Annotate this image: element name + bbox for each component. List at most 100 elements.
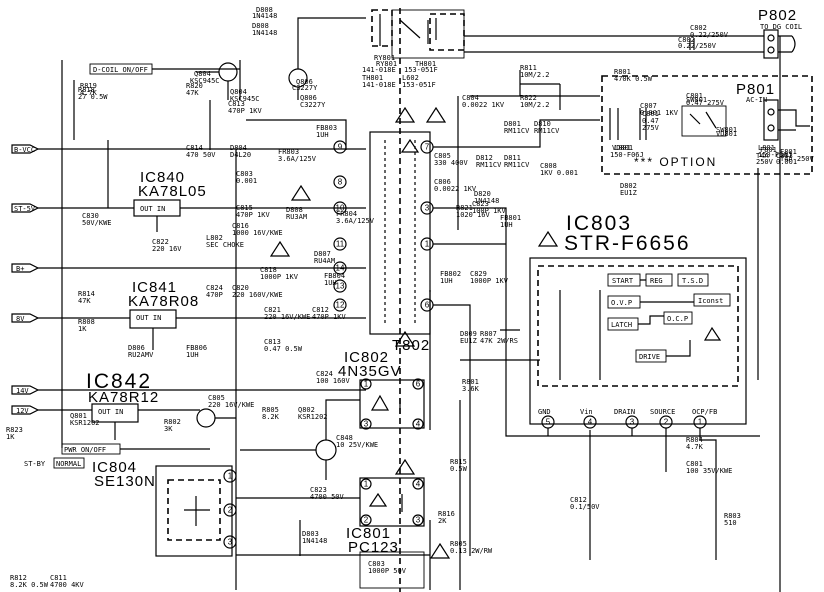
part-value-r818: 27 0.5W — [78, 93, 108, 101]
part-value-r819: 4.7K — [80, 89, 98, 97]
svg-text:4: 4 — [416, 480, 421, 489]
part-value-c830: 50V/KWE — [82, 219, 112, 227]
part-ref-c801: C801 — [686, 92, 703, 100]
ic803-part: STR-F6656 — [564, 232, 691, 255]
part-value-r815: 0.5W — [450, 465, 468, 473]
q804-q806: Q804 KSC945C Q806 C3227Y D808 1N4148 — [190, 6, 366, 100]
part-ref-c822: C822 — [152, 238, 169, 246]
svg-text:B+: B+ — [16, 265, 24, 273]
svg-text:14: 14 — [336, 264, 345, 273]
part-value-c848: 10 25V/KWE — [336, 441, 378, 449]
ic840-part: KA78L05 — [138, 183, 207, 200]
part-ref-c805: C805 — [434, 152, 451, 160]
svg-text:11: 11 — [336, 240, 345, 249]
part-value-c806: 0.0022 1KV — [434, 185, 477, 193]
part-value-l802: SEC CHOKE — [206, 241, 244, 249]
svg-text:8: 8 — [338, 178, 343, 187]
part-value-c811: 4700 4KV — [50, 581, 85, 589]
rail-st5v: ST-5V — [11, 203, 366, 213]
q801 — [315, 439, 337, 461]
svg-text:L801: L801 — [614, 144, 631, 152]
part-ref-r801: R801 — [462, 378, 479, 386]
svg-text:D808: D808 — [256, 6, 273, 14]
part-ref-r802: R802 — [164, 418, 181, 426]
part-value-d804: D4L20 — [230, 151, 251, 159]
svg-text:275V: 275V — [642, 124, 660, 132]
svg-text:6: 6 — [416, 380, 421, 389]
part-value-fr803: 3.6A/125V — [278, 155, 317, 163]
svg-text:B-VCC: B-VCC — [14, 146, 35, 154]
part-value-c802: 0.22/250V — [690, 31, 729, 39]
part-value-c813: 470P 1KV — [228, 107, 263, 115]
part-value-r820: 47K — [186, 89, 199, 97]
part-ref-r819: R819 — [80, 82, 97, 90]
part-ref-fb801: FB801 — [500, 214, 521, 222]
part-value-c824: 100 160V — [316, 377, 351, 385]
part-value-c820: 220 160V/KWE — [232, 291, 283, 299]
standby-labels: ST-BY NORMAL — [24, 457, 85, 469]
part-ref-c812: C812 — [570, 496, 587, 504]
part-ref-c824: C824 — [206, 284, 223, 292]
part-value-r823: 1K — [6, 433, 15, 441]
part-ref-r821: R821 — [456, 204, 473, 212]
part-ref-fr803: FR803 — [278, 148, 299, 156]
part-ref-q801: Q801 — [70, 412, 87, 420]
svg-text:REG: REG — [650, 277, 663, 285]
svg-text:1N4148: 1N4148 — [252, 12, 277, 20]
part-ref-c807: C807 — [640, 102, 657, 110]
rail-8v: 8V — [11, 313, 366, 323]
part-ref-c805: C805 — [208, 394, 225, 402]
svg-text:150-F06J: 150-F06J — [610, 151, 644, 159]
part-ref-c806: C806 — [434, 178, 451, 186]
part-value-fb803: 1UH — [316, 131, 329, 139]
part-value-d807: RU4AM — [314, 257, 335, 265]
svg-text:1: 1 — [425, 240, 430, 249]
part-ref-r822: R822 — [520, 94, 537, 102]
part-ref-fb802: FB802 — [440, 270, 461, 278]
warning-icons — [269, 106, 559, 559]
part-value-r805: 8.2K — [262, 413, 280, 421]
svg-text:2: 2 — [228, 506, 233, 515]
part-value-r814: 47K — [78, 297, 91, 305]
transformer-t802: 9 8 10 11 14 13 12 7 3 1 6 T802 — [333, 131, 434, 354]
p802-note: TO DG COIL — [760, 23, 802, 31]
part-ref-r805: R805 — [450, 540, 467, 548]
part-ref-c804: C804 — [462, 94, 479, 102]
part-value-r822: 10M/2.2 — [520, 101, 550, 109]
part-value-d809: EU1Z — [460, 337, 477, 345]
part-value-c801: 100 35V/KWE — [686, 467, 732, 475]
part-value-c807: 0.001 1KV — [640, 109, 679, 117]
part-ref-c830: C830 — [82, 212, 99, 220]
svg-text:SOURCE: SOURCE — [650, 408, 675, 416]
part-ref-c824: C824 — [316, 370, 333, 378]
part-value-d820: 1N4148 — [474, 197, 499, 205]
p802-ref: P802 — [758, 7, 797, 24]
svg-text:O.V.P: O.V.P — [611, 299, 632, 307]
part-ref-d808: D808 — [252, 22, 269, 30]
part-ref-l802: L802 — [206, 234, 223, 242]
part-value-r802: 3K — [164, 425, 173, 433]
part-ref-c818: C818 — [260, 266, 277, 274]
svg-text:C801: C801 — [642, 110, 659, 118]
svg-text:D-COIL ON/OFF: D-COIL ON/OFF — [93, 66, 148, 74]
svg-text:DRIVE: DRIVE — [639, 353, 660, 361]
svg-text:0.001: 0.001 — [776, 158, 797, 166]
svg-text:12V: 12V — [16, 407, 29, 415]
rail-pwr: PWR ON/OFF — [61, 443, 210, 455]
svg-text:14V: 14V — [16, 387, 29, 395]
part-value-c814: 470 50V — [186, 151, 216, 159]
part-ref-c848: C848 — [336, 434, 353, 442]
ic842-part: KA78R12 — [88, 389, 159, 406]
part-ref-q802: Q802 — [298, 406, 315, 414]
part-ref-c829: C829 — [470, 270, 487, 278]
svg-text:START: START — [612, 277, 634, 285]
ic804: IC804 SE130N 1 2 3 — [92, 459, 237, 557]
part-ref-c813: C813 — [264, 338, 281, 346]
part-ref-r804: R804 — [686, 436, 703, 444]
part-ref-c814: C814 — [186, 144, 203, 152]
part-value-l602: 153-051F — [402, 81, 436, 89]
svg-text:1: 1 — [364, 380, 369, 389]
part-value-c812: 470P 1KV — [312, 313, 347, 321]
part-ref-fb804: FB804 — [324, 272, 345, 280]
connector-p801: P801 AC-IN SW801 VD801 L801 150-F06J F80… — [609, 81, 810, 166]
